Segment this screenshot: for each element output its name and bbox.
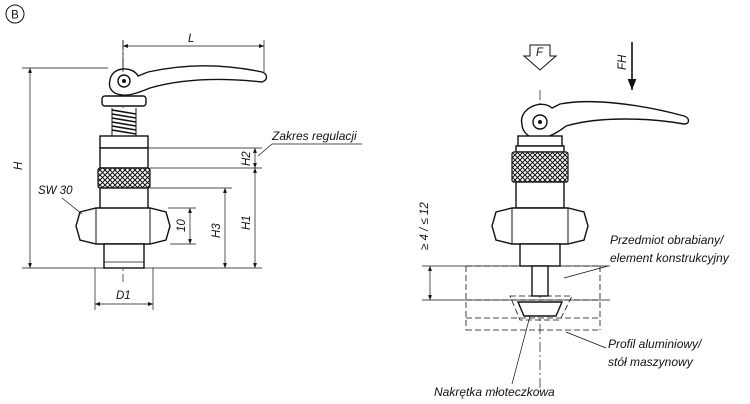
left-view: L H SW 30 10 H3 <box>13 33 362 310</box>
svg-text:H2: H2 <box>241 151 253 166</box>
hammer-nut-label: Nakrętka młoteczkowa <box>434 315 555 399</box>
svg-text:≥ 4 / ≤ 12: ≥ 4 / ≤ 12 <box>419 202 431 250</box>
svg-text:Zakres regulacji: Zakres regulacji <box>271 129 357 143</box>
dim-10: 10 <box>168 207 196 245</box>
spring <box>111 108 137 136</box>
knurled-ring-right <box>511 151 569 183</box>
cam-lever <box>108 65 268 96</box>
dim-L: L <box>122 33 265 72</box>
knurled-ring <box>97 167 151 189</box>
svg-text:H3: H3 <box>211 223 223 238</box>
dim-H1: H1 <box>150 167 262 269</box>
cam-base <box>101 95 147 107</box>
thread-stub <box>103 243 145 269</box>
svg-text:10: 10 <box>176 219 188 232</box>
dim-thickness: ≥ 4 / ≤ 12 <box>419 202 432 300</box>
dim-H: H <box>13 67 108 269</box>
collar-right <box>515 145 565 153</box>
workpiece <box>422 265 610 330</box>
profile-label: Profil aluminiowy/ stół maszynowy <box>565 331 703 369</box>
thread-stub-right <box>519 243 561 267</box>
dim-D1: D1 <box>94 268 154 310</box>
svg-text:Profil aluminiowy/: Profil aluminiowy/ <box>608 337 703 351</box>
svg-text:H1: H1 <box>241 215 253 230</box>
svg-text:D1: D1 <box>116 290 131 302</box>
workpiece-label: Przedmiot obrabiany/ element konstrukcyj… <box>563 233 730 279</box>
upper-collar <box>99 135 149 149</box>
variant-marker: B <box>5 4 25 24</box>
sw-label: SW 30 <box>38 185 83 215</box>
svg-text:H: H <box>13 161 25 170</box>
hex-nut <box>75 207 171 245</box>
dim-H2: H2 <box>148 147 262 168</box>
threaded-body <box>99 187 149 211</box>
hammer-nut <box>509 295 573 321</box>
svg-text:FH: FH <box>617 54 629 70</box>
svg-text:element konstrukcyjny: element konstrukcyjny <box>610 251 730 265</box>
threaded-body-right <box>515 181 565 209</box>
force-FH-arrow: FH <box>617 42 637 90</box>
hex-nut-right <box>491 207 589 245</box>
svg-text:SW 30: SW 30 <box>38 185 73 197</box>
force-F-arrow: F <box>522 44 558 71</box>
svg-text:B: B <box>11 10 19 22</box>
svg-text:Przedmiot obrabiany/: Przedmiot obrabiany/ <box>610 233 725 247</box>
profile <box>466 317 600 331</box>
adjust-range-label: Zakres regulacji <box>257 129 362 157</box>
cam-lever-right <box>520 100 690 140</box>
body-sleeve <box>99 147 149 169</box>
plunger-pin <box>531 265 549 297</box>
svg-text:F: F <box>536 47 544 59</box>
cam-base-right <box>517 135 563 147</box>
svg-text:stół maszynowy: stół maszynowy <box>608 355 694 369</box>
dim-H3: H3 <box>144 187 232 269</box>
svg-text:Nakrętka młoteczkowa: Nakrętka młoteczkowa <box>434 385 555 399</box>
right-view: F FH <box>419 42 730 399</box>
svg-text:L: L <box>188 33 194 45</box>
